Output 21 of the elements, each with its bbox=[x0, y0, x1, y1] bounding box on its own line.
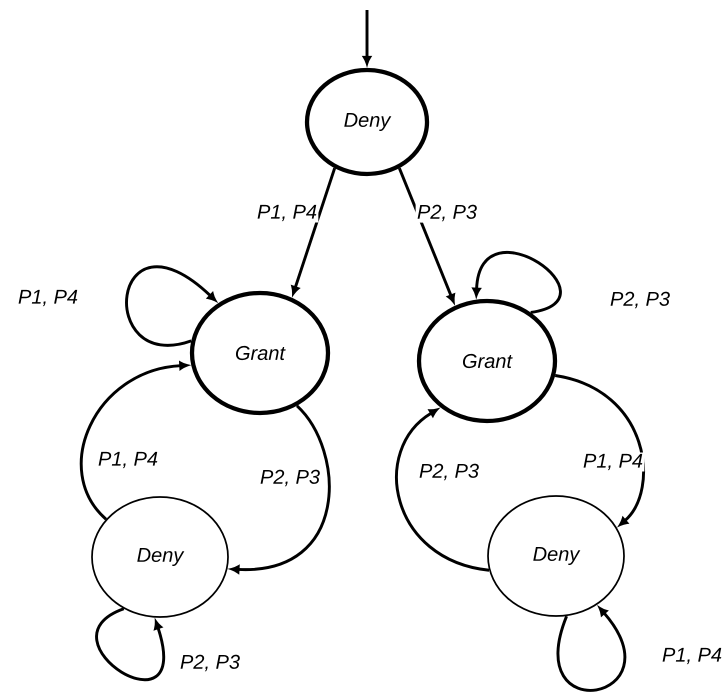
edge-label: P1, P4 bbox=[660, 646, 724, 666]
edge-label: P2, P3 bbox=[416, 203, 478, 223]
edge-label: P1, P4 bbox=[96, 450, 160, 470]
arrow bbox=[291, 168, 336, 295]
arrow bbox=[230, 404, 331, 574]
arrow bbox=[395, 408, 490, 572]
arrow bbox=[80, 361, 188, 520]
edge-label: P2, P3 bbox=[608, 290, 672, 310]
arrow bbox=[398, 168, 456, 303]
arrow bbox=[554, 374, 645, 526]
edge-label: P1, P4 bbox=[256, 204, 318, 222]
edge-label: P2, P3 bbox=[258, 468, 322, 488]
edge-label: P1, P4 bbox=[16, 288, 80, 308]
arrow bbox=[472, 251, 562, 314]
edge-label: P2, P3 bbox=[418, 462, 480, 482]
arrow bbox=[362, 10, 372, 65]
arrow bbox=[96, 607, 165, 682]
edge-label: P2, P3 bbox=[178, 653, 242, 673]
edge-label: P1, P4 bbox=[582, 452, 644, 472]
arrow bbox=[557, 606, 626, 692]
arrow bbox=[126, 266, 216, 347]
